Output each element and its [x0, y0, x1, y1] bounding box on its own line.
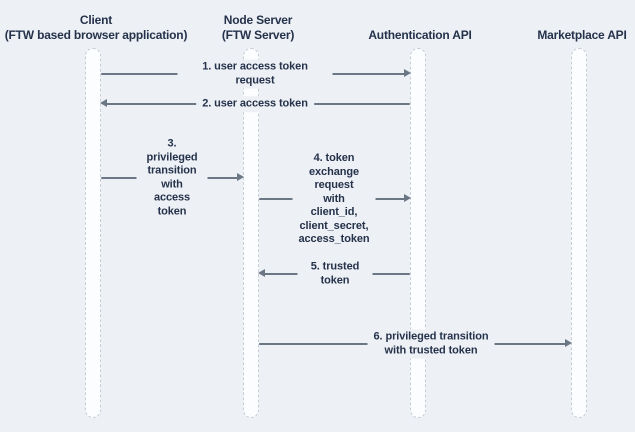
participant-header-node-server: Node Server (FTW Server) — [148, 13, 368, 43]
arrowhead-right-icon — [565, 339, 572, 347]
message-4-label: 4. token exchange request with client_id… — [292, 150, 376, 248]
participant-name: Authentication API — [368, 28, 472, 42]
lifeline-node-server — [243, 48, 259, 418]
message-1-label: 1. user access token request — [177, 59, 333, 89]
participant-name: Marketplace API — [537, 28, 627, 42]
arrowhead-right-icon — [404, 194, 411, 202]
arrowhead-right-icon — [404, 69, 411, 77]
message-6-label: 6. privileged transition with trusted to… — [367, 329, 495, 359]
arrowhead-right-icon — [237, 173, 244, 181]
participant-subtitle: (FTW based browser application) — [4, 28, 188, 42]
participant-header-marketplace-api: Marketplace API — [472, 13, 635, 43]
arrowhead-left-icon — [100, 99, 107, 107]
lifeline-authentication-api — [410, 48, 426, 418]
participant-name: Node Server — [223, 13, 293, 27]
message-2-label: 2. user access token — [196, 96, 314, 112]
message-5-label: 5. trusted token — [297, 259, 373, 289]
lifeline-marketplace-api — [571, 48, 587, 418]
message-3-label: 3. privileged transition with access tok… — [136, 136, 208, 220]
participant-header-client: Client (FTW based browser application) — [0, 13, 206, 43]
arrowhead-left-icon — [258, 269, 265, 277]
lifeline-client — [85, 48, 101, 418]
participant-subtitle: (FTW Server) — [221, 28, 295, 42]
participant-name: Client — [79, 13, 113, 27]
participant-header-authentication-api: Authentication API — [310, 13, 530, 43]
